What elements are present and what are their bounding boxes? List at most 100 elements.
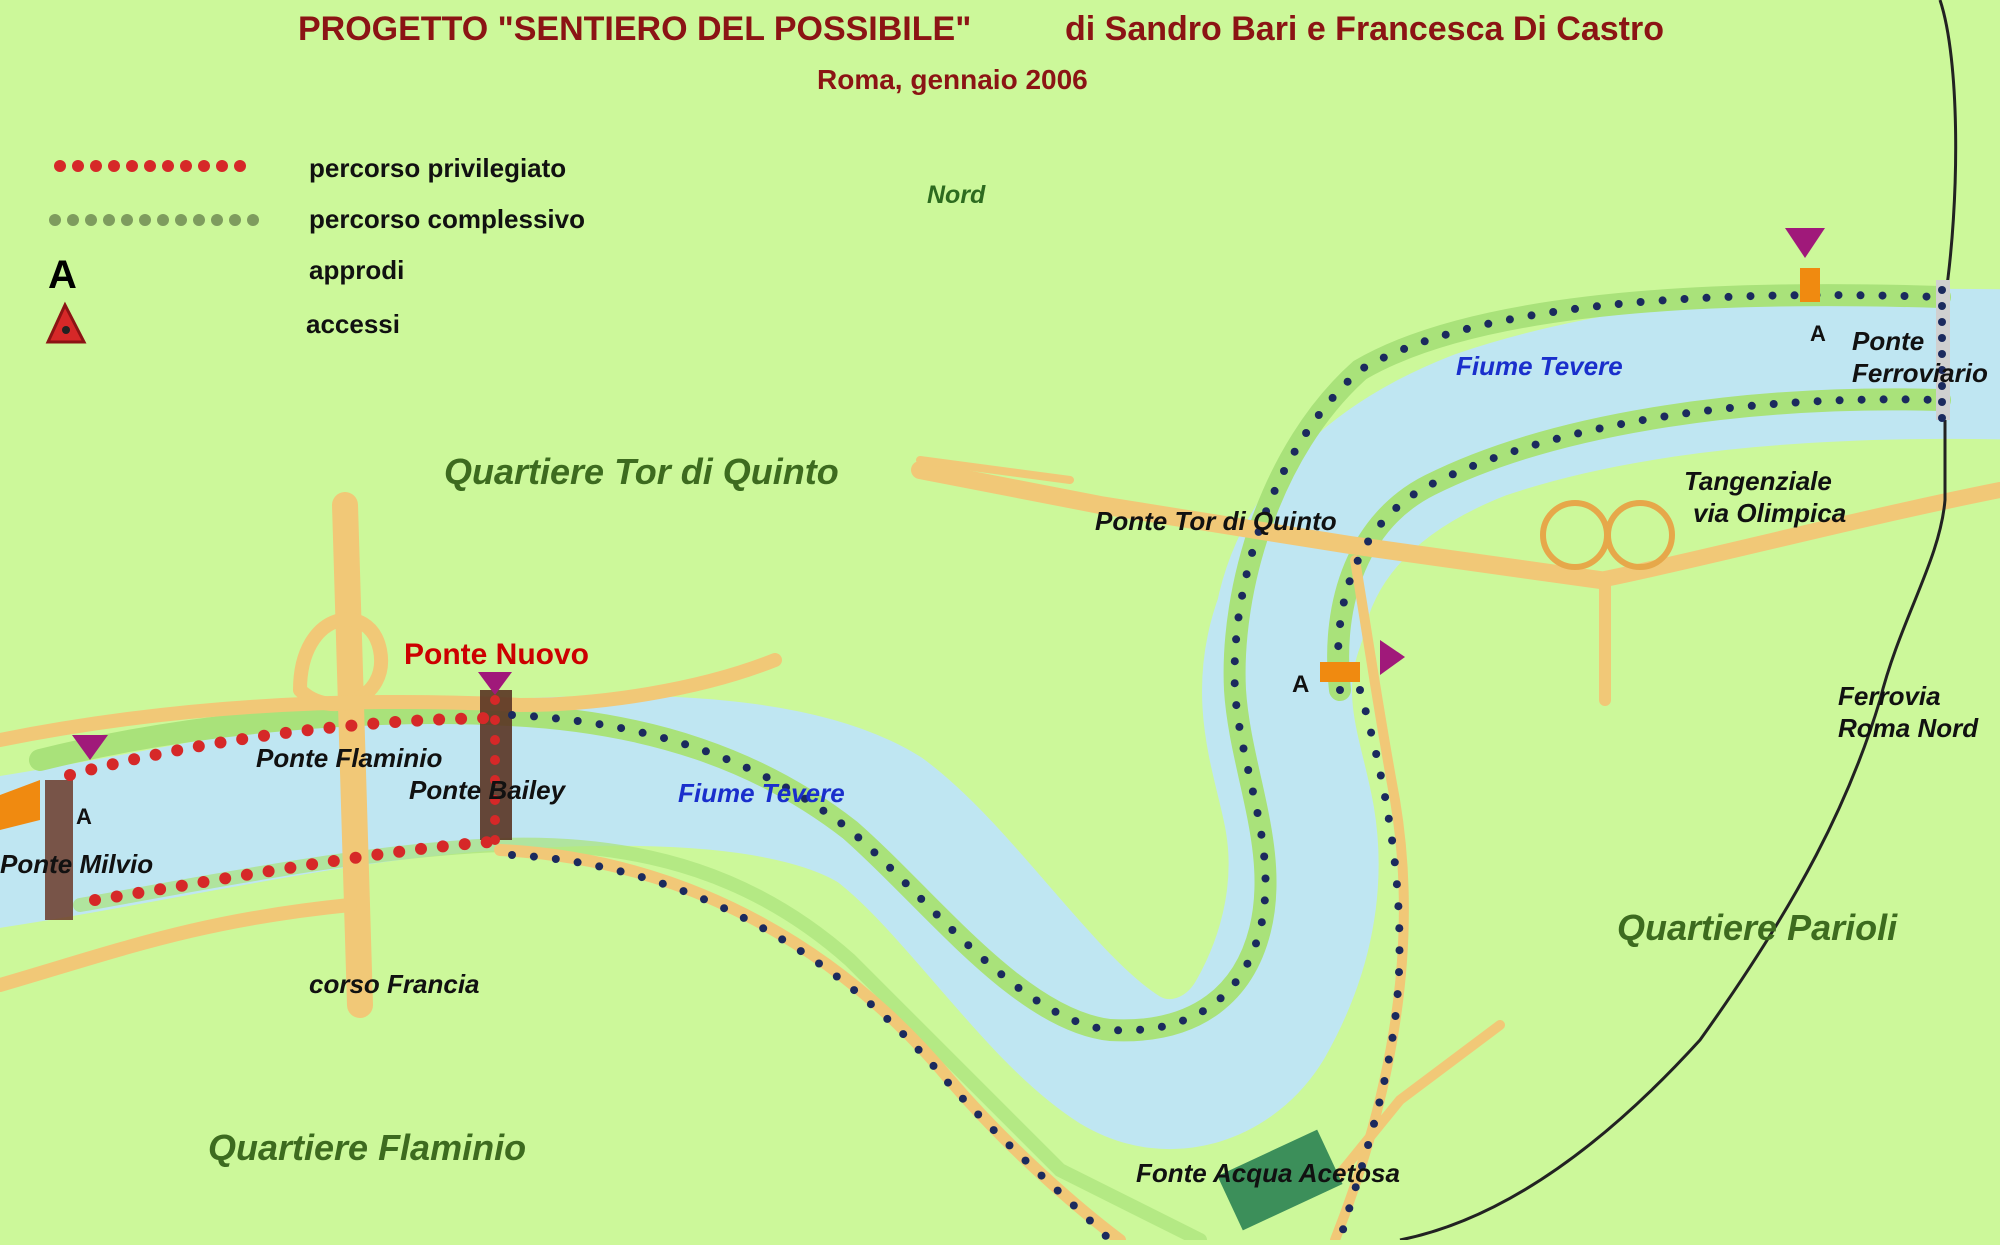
overall-path-dot bbox=[1356, 686, 1364, 694]
legend-red-dot bbox=[198, 160, 210, 172]
privileged-path-dot bbox=[192, 740, 205, 753]
privileged-path-dot bbox=[327, 855, 340, 867]
overall-path-dot bbox=[1680, 295, 1689, 303]
landing-markers bbox=[0, 268, 1820, 830]
overall-path-dot bbox=[1379, 353, 1388, 362]
overall-path-dot bbox=[1364, 1141, 1373, 1149]
privileged-path-dot bbox=[490, 815, 500, 825]
legend-green-dot bbox=[193, 214, 205, 226]
overall-path-dot bbox=[948, 926, 957, 934]
overall-path-dot bbox=[1938, 414, 1946, 422]
overall-path-dot bbox=[551, 714, 560, 723]
privileged-path-dot bbox=[393, 845, 406, 858]
overall-path-dot bbox=[1636, 298, 1645, 306]
map-authors: di Sandro Bari e Francesca Di Castro bbox=[1065, 10, 1664, 48]
overall-path-dot bbox=[1390, 858, 1399, 867]
overall-path-dot bbox=[1092, 1023, 1101, 1032]
landing-letter-tor-di-quinto: A bbox=[1292, 671, 1310, 698]
overall-path-dot bbox=[1360, 363, 1369, 372]
overall-path-dot bbox=[1336, 686, 1344, 694]
legend-red-dot bbox=[72, 160, 84, 172]
label-ferrovia: Ferrovia bbox=[1838, 681, 1941, 711]
overall-path-dot bbox=[832, 972, 841, 981]
overall-path-dot bbox=[1549, 308, 1558, 316]
olimpica-cloverleaf bbox=[1540, 500, 1675, 570]
overall-path-dot bbox=[1198, 1007, 1207, 1016]
access-marker-ferroviario bbox=[1785, 228, 1825, 258]
overall-path-dot bbox=[1393, 990, 1402, 999]
legend-green-dot bbox=[67, 214, 79, 226]
privileged-path-dot bbox=[132, 886, 145, 899]
overall-path-dot bbox=[679, 887, 688, 896]
legend-green-dot bbox=[121, 214, 133, 226]
overall-path-dot bbox=[1725, 404, 1734, 412]
district-flaminio: Quartiere Flaminio bbox=[208, 1127, 527, 1168]
overall-path-dot bbox=[1376, 771, 1385, 780]
overall-path-dot bbox=[1938, 350, 1946, 358]
overall-path-dot bbox=[1367, 728, 1376, 737]
privileged-path-dot bbox=[197, 876, 210, 888]
overall-path-dot bbox=[1136, 1025, 1145, 1034]
overall-path-dot bbox=[1592, 302, 1601, 311]
overall-path-dot bbox=[1938, 302, 1946, 310]
overall-path-dot bbox=[819, 806, 828, 815]
legend-green-dot bbox=[211, 214, 223, 226]
overall-path-dot bbox=[1302, 429, 1311, 437]
legend-green-dot bbox=[49, 214, 61, 226]
overall-path-dot bbox=[1244, 766, 1253, 774]
privileged-path-dot bbox=[345, 719, 358, 732]
legend-red-dot bbox=[180, 160, 192, 172]
overall-path-dot bbox=[637, 873, 646, 882]
overall-path-dot bbox=[1372, 750, 1381, 758]
privileged-path-dot bbox=[490, 715, 500, 725]
legend-label-accessi: accessi bbox=[306, 309, 400, 339]
road-tor-di-quinto bbox=[911, 461, 1609, 589]
overall-path-dot bbox=[1377, 519, 1386, 528]
overall-path-dot bbox=[1257, 830, 1266, 839]
overall-path-dot bbox=[1938, 286, 1946, 294]
overall-path-dot bbox=[1231, 978, 1240, 987]
overall-path-dot bbox=[1428, 479, 1437, 488]
legend-red-dot bbox=[216, 160, 228, 172]
overall-path-dot bbox=[1938, 334, 1946, 342]
compass-label: Nord bbox=[927, 181, 986, 209]
label-tangenziale: Tangenziale bbox=[1684, 466, 1832, 496]
label-corso-francia: corso Francia bbox=[309, 969, 480, 999]
overall-path-dot bbox=[1441, 330, 1450, 339]
overall-path-dot bbox=[1364, 537, 1373, 546]
district-tor-di-quinto: Quartiere Tor di Quinto bbox=[444, 451, 839, 492]
overall-path-dot bbox=[1384, 1055, 1393, 1064]
access-marker-bailey bbox=[478, 672, 512, 695]
overall-path-dot bbox=[899, 1030, 908, 1039]
overall-path-dot bbox=[1314, 411, 1323, 419]
overall-path-dot bbox=[1101, 1231, 1110, 1240]
overall-path-dot bbox=[1260, 896, 1269, 905]
privileged-path-dot bbox=[477, 712, 490, 725]
overall-path-dot bbox=[1395, 946, 1404, 955]
label-via-olimpica: via Olimpica bbox=[1693, 498, 1847, 528]
overall-path-dot bbox=[1114, 1026, 1123, 1035]
overall-path-dot bbox=[932, 910, 941, 919]
overall-path-dot bbox=[573, 717, 582, 725]
overall-path-dot bbox=[1014, 983, 1023, 992]
overall-path-dot bbox=[1835, 396, 1844, 405]
overall-path-dot bbox=[681, 740, 690, 749]
legend-green-dot bbox=[175, 214, 187, 226]
privileged-path-dot bbox=[128, 753, 141, 766]
overall-path-dot bbox=[759, 924, 768, 933]
overall-path-dot bbox=[529, 852, 538, 861]
overall-path-dot bbox=[1790, 291, 1799, 300]
overall-path-dot bbox=[1394, 902, 1403, 911]
legend-label-overall: percorso complessivo bbox=[309, 204, 585, 234]
path-dots bbox=[64, 286, 1946, 1240]
overall-path-dot bbox=[1339, 598, 1348, 607]
overall-path-dot bbox=[1702, 293, 1711, 302]
overall-path-dot bbox=[1345, 577, 1354, 586]
map-subtitle: Roma, gennaio 2006 bbox=[817, 64, 1088, 95]
overall-path-dot bbox=[1339, 1225, 1348, 1234]
overall-path-dot bbox=[1021, 1156, 1030, 1165]
legend-red-dot bbox=[234, 160, 246, 172]
overall-path-dot bbox=[1051, 1007, 1060, 1016]
